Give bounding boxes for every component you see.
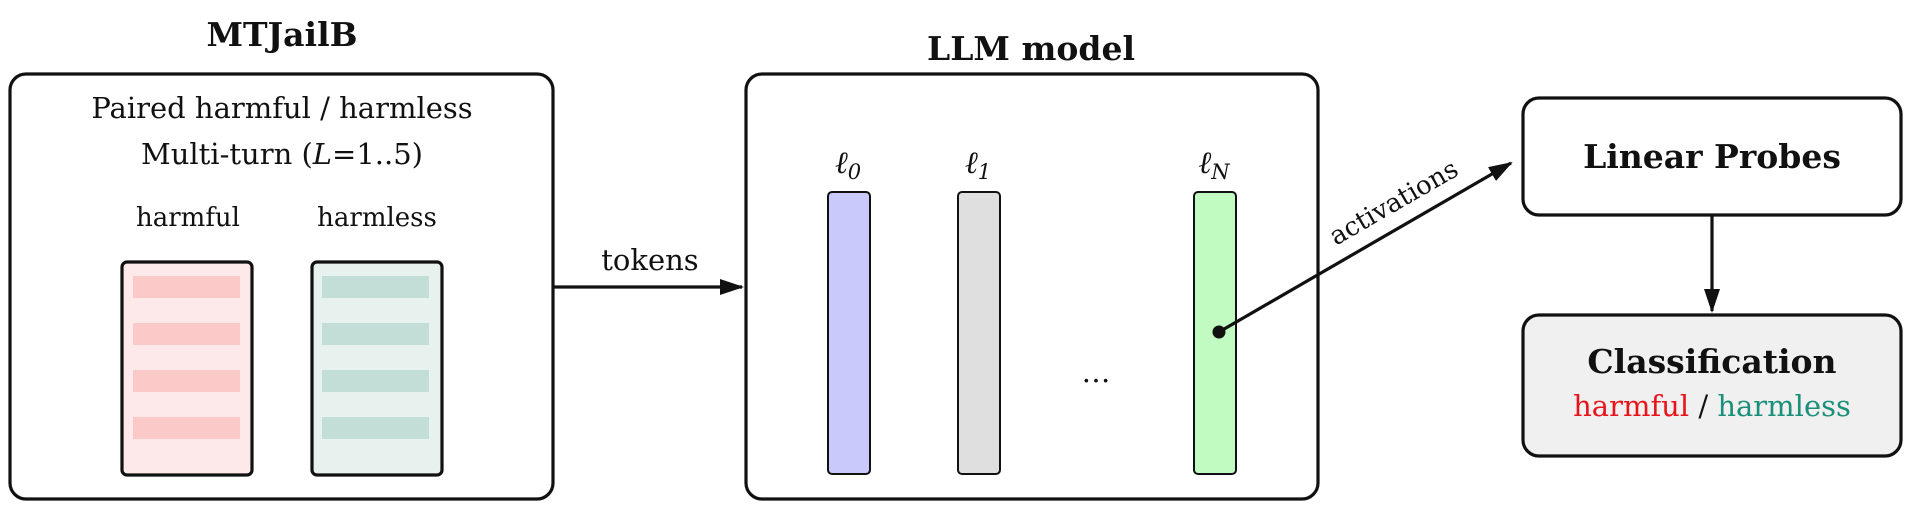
tokens-arrow: tokens	[553, 243, 744, 295]
classification-harmless-label: harmless	[1717, 389, 1851, 423]
model-panel: LLM model ℓ0 ℓ1 ℓN …	[744, 29, 1320, 501]
harmless-column-label: harmless	[317, 203, 437, 233]
layer-1-label: ℓ1	[965, 145, 991, 184]
dataset-title: MTJailB	[206, 15, 357, 54]
layer-1-block	[957, 191, 1001, 475]
layers-ellipsis: …	[1082, 355, 1111, 389]
harmless-document-icon	[310, 260, 444, 477]
harmless-turn-line	[322, 323, 429, 345]
layer-0-label: ℓ0	[835, 145, 861, 184]
probes-panel: Linear Probes	[1521, 96, 1903, 217]
model-title: LLM model	[927, 29, 1135, 68]
classification-panel: Classification harmful / harmless	[1521, 313, 1903, 458]
harmful-turn-line	[133, 323, 240, 345]
harmful-turn-line	[133, 417, 240, 439]
layer-n-label: ℓN	[1198, 145, 1230, 184]
classification-title: Classification	[1587, 342, 1836, 381]
harmful-turn-line	[133, 370, 240, 392]
layer-0-block	[827, 191, 871, 475]
harmless-turn-line	[322, 276, 429, 298]
classification-labels: harmful / harmless	[1573, 389, 1851, 423]
tokens-label: tokens	[601, 243, 698, 277]
classification-separator: /	[1689, 389, 1717, 423]
dataset-description-line1: Paired harmful / harmless	[91, 91, 472, 125]
harmful-turn-line	[133, 276, 240, 298]
model-box	[744, 72, 1320, 501]
dataset-description-line2: Multi-turn (L=1..5)	[141, 137, 423, 171]
probes-title: Linear Probes	[1583, 137, 1841, 176]
harmless-turn-line	[322, 370, 429, 392]
dataset-panel: MTJailB Paired harmful / harmless Multi-…	[8, 15, 555, 501]
classification-box	[1521, 313, 1903, 458]
activation-tap-point	[1212, 325, 1226, 339]
harmful-document-icon	[120, 260, 254, 477]
harmless-turn-line	[322, 417, 429, 439]
classification-harmful-label: harmful	[1573, 389, 1689, 423]
harmful-column-label: harmful	[136, 203, 240, 233]
